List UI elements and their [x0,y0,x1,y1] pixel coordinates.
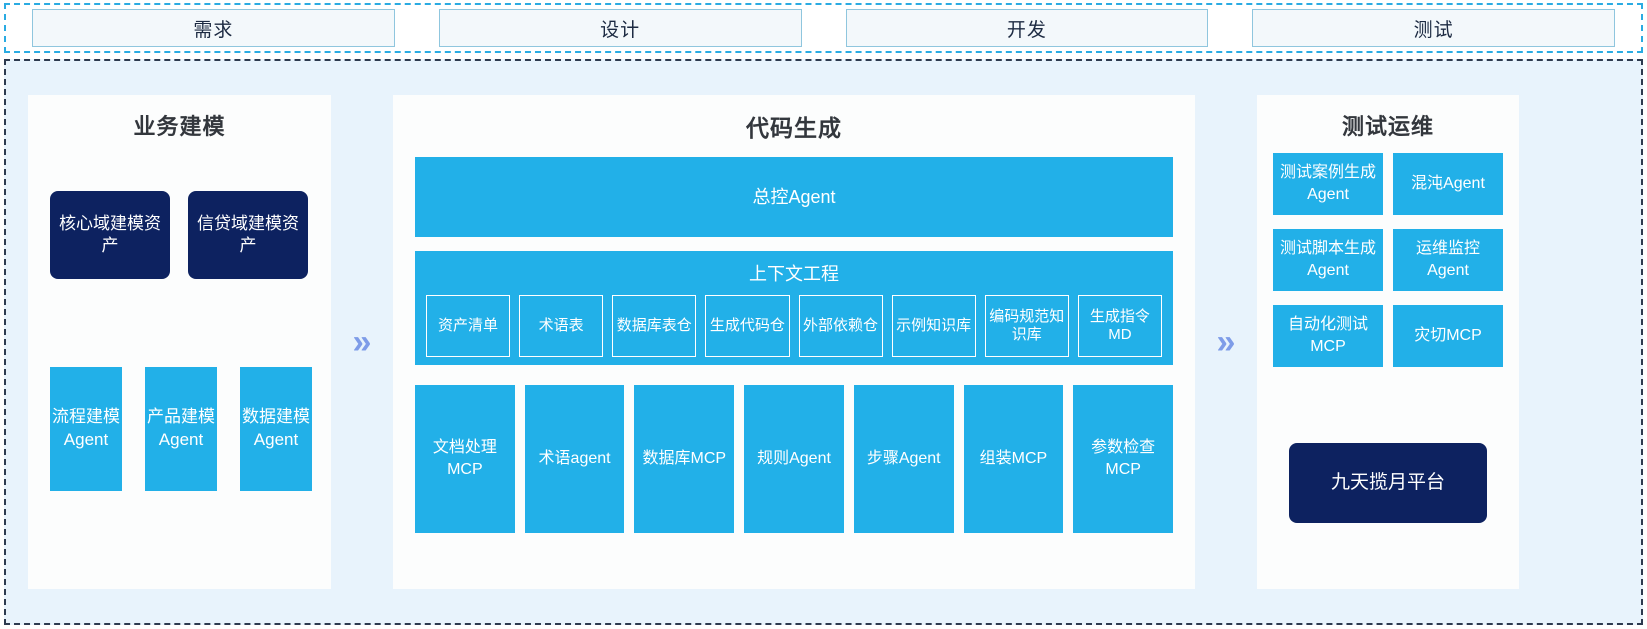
stage-band: 需求 设计 开发 测试 [4,3,1643,53]
panel-test-ops: 测试运维 测试案例生成Agent 混沌Agent 测试脚本生成Agent 运维监… [1257,95,1519,589]
platform-jiutian-lanyue[interactable]: 九天揽月平台 [1289,443,1487,523]
test-ops-grid: 测试案例生成Agent 混沌Agent 测试脚本生成Agent 运维监控Agen… [1273,153,1503,367]
stage-box-testing[interactable]: 测试 [1252,9,1615,47]
double-chevron-right-icon-right: » [1216,323,1236,361]
stage-box-requirements[interactable]: 需求 [32,9,395,47]
context-engineering-block: 上下文工程 资产清单 术语表 数据库表仓 生成代码仓 外部依赖仓 示例知识库 编… [415,251,1173,365]
agent-process-modeling[interactable]: 流程建模Agent [50,367,122,491]
panel-title-business-modeling: 业务建模 [133,114,226,139]
double-chevron-right-icon-left: » [352,323,372,361]
ctx-item-example-knowledge-base[interactable]: 示例知识库 [891,295,976,357]
panel-title-test-ops: 测试运维 [1341,114,1434,139]
tool-step-agent[interactable]: 步骤Agent [853,385,954,533]
context-engineering-title: 上下文工程 [749,264,839,284]
testops-test-case-generation-agent[interactable]: 测试案例生成Agent [1273,153,1383,215]
ctx-item-db-table-repo[interactable]: 数据库表仓 [612,295,697,357]
ctx-item-asset-list[interactable]: 资产清单 [426,295,511,357]
code-generation-tools: 文档处理MCP 术语agent 数据库MCP 规则Agent 步骤Agent 组… [415,385,1174,533]
agent-data-modeling[interactable]: 数据建模Agent [240,367,312,491]
ctx-item-generation-instruction-md[interactable]: 生成指令MD [1077,295,1162,357]
agent-product-modeling[interactable]: 产品建模Agent [145,367,217,491]
ctx-item-generated-code-repo[interactable]: 生成代码仓 [705,295,790,357]
tool-database-mcp[interactable]: 数据库MCP [634,385,735,533]
testops-chaos-agent[interactable]: 混沌Agent [1393,153,1503,215]
business-assets-group: 核心域建模资产 信贷域建模资产 [50,191,308,279]
tool-document-processing-mcp[interactable]: 文档处理MCP [415,385,515,533]
asset-core-domain[interactable]: 核心域建模资产 [50,191,170,279]
testops-automated-testing-mcp[interactable]: 自动化测试MCP [1273,305,1383,367]
ctx-item-coding-standard-knowledge-base[interactable]: 编码规范知识库 [984,295,1069,357]
asset-credit-domain[interactable]: 信贷域建模资产 [188,191,308,279]
ctx-item-glossary[interactable]: 术语表 [519,295,604,357]
testops-disaster-switch-mcp[interactable]: 灾切MCP [1393,305,1503,367]
panel-title-code-generation: 代码生成 [746,115,842,141]
panel-business-modeling: 业务建模 核心域建模资产 信贷域建模资产 流程建模Agent 产品建模Agent… [28,95,331,589]
context-engineering-items: 资产清单 术语表 数据库表仓 生成代码仓 外部依赖仓 示例知识库 编码规范知识库… [415,286,1173,357]
tool-glossary-agent[interactable]: 术语agent [524,385,625,533]
tool-rule-agent[interactable]: 规则Agent [744,385,844,533]
testops-test-script-generation-agent[interactable]: 测试脚本生成Agent [1273,229,1383,291]
panel-code-generation: 代码生成 总控Agent 上下文工程 资产清单 术语表 数据库表仓 生成代码仓 … [393,95,1195,589]
tool-parameter-check-mcp[interactable]: 参数检查MCP [1073,385,1174,533]
tool-assembly-mcp[interactable]: 组装MCP [963,385,1064,533]
business-agents-group: 流程建模Agent 产品建模Agent 数据建模Agent [50,367,312,491]
stage-box-design[interactable]: 设计 [438,9,802,47]
architecture-body: 业务建模 核心域建模资产 信贷域建模资产 流程建模Agent 产品建模Agent… [4,59,1643,625]
master-agent-bar[interactable]: 总控Agent [415,157,1173,237]
stage-box-development[interactable]: 开发 [845,9,1209,47]
testops-ops-monitoring-agent[interactable]: 运维监控Agent [1393,229,1503,291]
ctx-item-external-dependency-repo[interactable]: 外部依赖仓 [798,295,883,357]
